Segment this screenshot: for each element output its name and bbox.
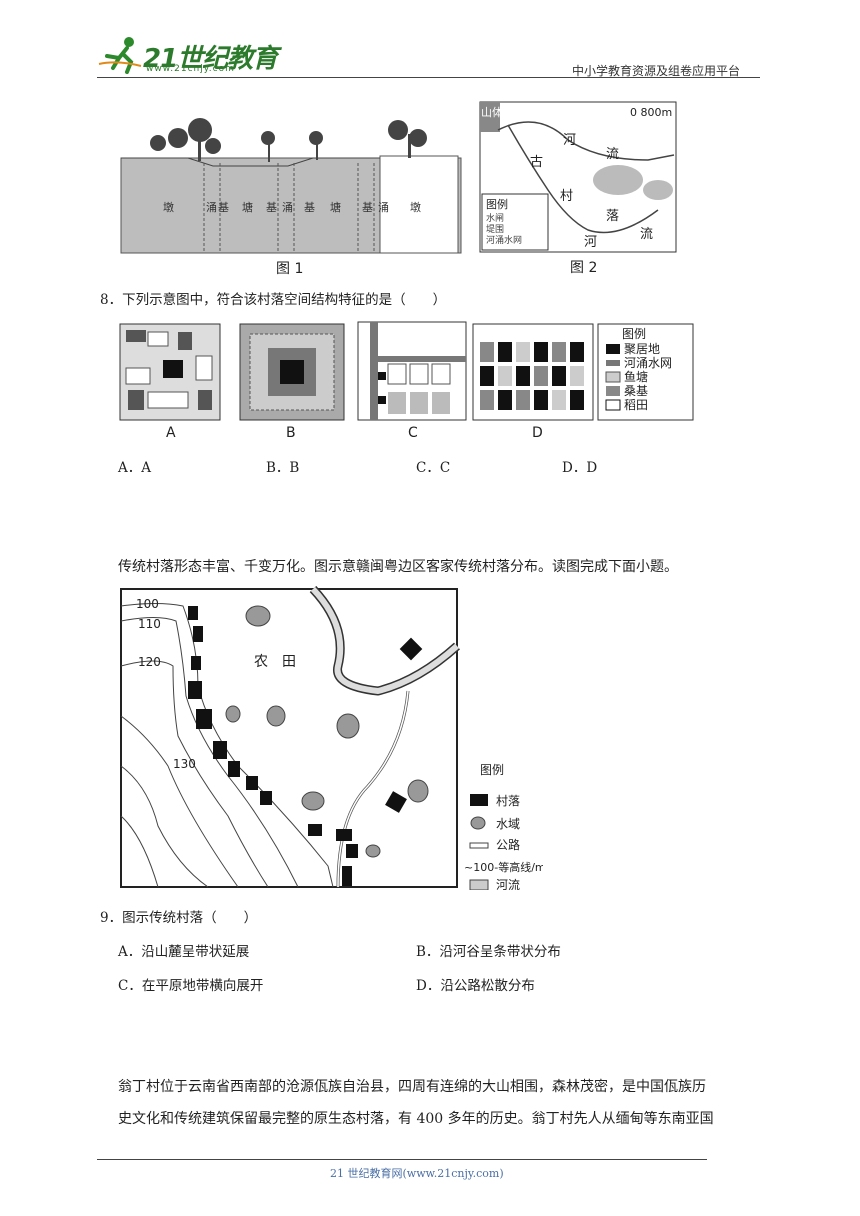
q8-stem: 8．下列示意图中，符合该村落空间结构特征的是（ ）	[100, 292, 447, 308]
q8-option-c[interactable]: C．C	[416, 460, 451, 476]
mountain-label: 山体	[481, 105, 503, 119]
q9-map: 100 110 120 130 农 田 图例 村落 水域 公路 ~100-等高线…	[118, 585, 546, 892]
farmland-label: 农 田	[254, 654, 296, 670]
fig2-legend-item: 堤围	[486, 224, 504, 235]
header-platform-text: 中小学教育资源及组卷应用平台	[572, 64, 741, 78]
q9-option-b[interactable]: B．沿河谷呈条带状分布	[416, 944, 561, 960]
figure-1: 墩 涌 基 塘 基 涌 基 塘 基 涌 墩 图 1	[118, 108, 463, 278]
fig2-word: 河	[563, 133, 576, 148]
contour-label: 100	[136, 597, 159, 611]
fig1-label: 塘	[330, 200, 341, 214]
fig1-label: 塘	[242, 200, 253, 214]
map-legend-item: 村落	[496, 794, 520, 808]
fig1-label: 基	[304, 201, 315, 214]
fig2-legend-item: 水闸	[486, 212, 504, 224]
fig2-word: 流	[606, 147, 619, 162]
fig2-legend-title: 图例	[486, 197, 508, 211]
q8-legend-item: 稻田	[624, 398, 648, 412]
map-legend-item: 等高线/m	[498, 860, 543, 874]
q9-intro: 传统村落形态丰富、千变万化。图示意赣闽粤边区客家传统村落分布。读图完成下面小题。	[118, 559, 678, 575]
logo-text: 21世纪教育	[143, 44, 278, 74]
map-legend-title: 图例	[480, 763, 504, 777]
contour-label: 120	[138, 655, 161, 669]
map-legend-item: 河流	[496, 878, 520, 890]
map-legend-item: 水域	[496, 817, 520, 831]
q9-option-d[interactable]: D．沿公路松散分布	[416, 978, 535, 994]
fig2-word: 河	[584, 235, 597, 250]
panel-label-b: B	[286, 425, 296, 441]
header-divider	[97, 77, 760, 78]
figure-2-caption: 图 2	[570, 260, 597, 276]
fig1-label: 涌	[282, 201, 293, 214]
contour-label: 130	[173, 757, 196, 771]
q8-option-d[interactable]: D．D	[562, 460, 598, 476]
map-legend-item: 公路	[496, 837, 520, 852]
logo-url: www.21cnjy.com	[146, 64, 235, 74]
passage-line-1: 翁丁村位于云南省西南部的沧源佤族自治县，四周有连绵的大山相围，森林茂密，是中国佤…	[118, 1079, 706, 1095]
fig1-label: 涌	[206, 201, 217, 214]
q8-legend-item: 鱼塘	[624, 369, 648, 384]
fig1-label: 涌	[378, 201, 389, 214]
fig1-label: 墩	[410, 200, 421, 214]
contour-sample: 100	[473, 861, 494, 874]
fig2-word: 古	[530, 155, 543, 170]
fig1-label: 墩	[163, 200, 174, 214]
q8-option-b[interactable]: B．B	[266, 460, 300, 476]
fig2-word: 流	[640, 227, 653, 242]
q8-diagrams: A B C D 图例 聚居地 河涌水网 鱼塘 桑基 稻田	[118, 320, 698, 445]
panel-label-c: C	[408, 425, 418, 441]
figure-2: 山体 0 800m 河 古 流 村 落 河 流 图例 水闸 堤围 河涌水网 图 …	[478, 100, 678, 278]
q8-legend-title: 图例	[622, 327, 646, 341]
q9-option-a[interactable]: A．沿山麓呈带状延展	[118, 944, 250, 960]
figure-1-caption: 图 1	[276, 261, 303, 277]
q8-option-a[interactable]: A．A	[118, 460, 151, 476]
scale-label: 0 800m	[630, 106, 672, 119]
svg-text:~100-等高线/m: ~100-等高线/m	[464, 860, 543, 874]
fig2-word: 村	[560, 189, 573, 204]
fig2-legend-item: 河涌水网	[486, 234, 522, 246]
footer-divider	[97, 1159, 707, 1160]
q8-legend-item: 河涌水网	[624, 356, 672, 370]
logo-runner-icon	[98, 37, 142, 74]
fig1-label: 基	[362, 201, 373, 214]
logo	[97, 34, 147, 74]
q8-legend-item: 桑基	[624, 384, 648, 398]
contour-label: 110	[138, 617, 161, 631]
q9-option-c[interactable]: C．在平原地带横向展开	[118, 978, 264, 994]
fig1-label: 基	[218, 201, 229, 214]
panel-label-a: A	[166, 425, 176, 441]
q8-legend-item: 聚居地	[624, 342, 660, 356]
fig1-label: 基	[266, 201, 277, 214]
panel-label-d: D	[532, 425, 543, 441]
q9-stem: 9．图示传统村落（ ）	[100, 910, 258, 926]
fig2-word: 落	[606, 209, 619, 224]
footer-text[interactable]: 21 世纪教育网(www.21cnjy.com)	[330, 1167, 504, 1180]
passage-line-2: 史文化和传统建筑保留最完整的原生态村落，有 400 多年的历史。翁丁村先人从缅甸…	[118, 1111, 714, 1127]
